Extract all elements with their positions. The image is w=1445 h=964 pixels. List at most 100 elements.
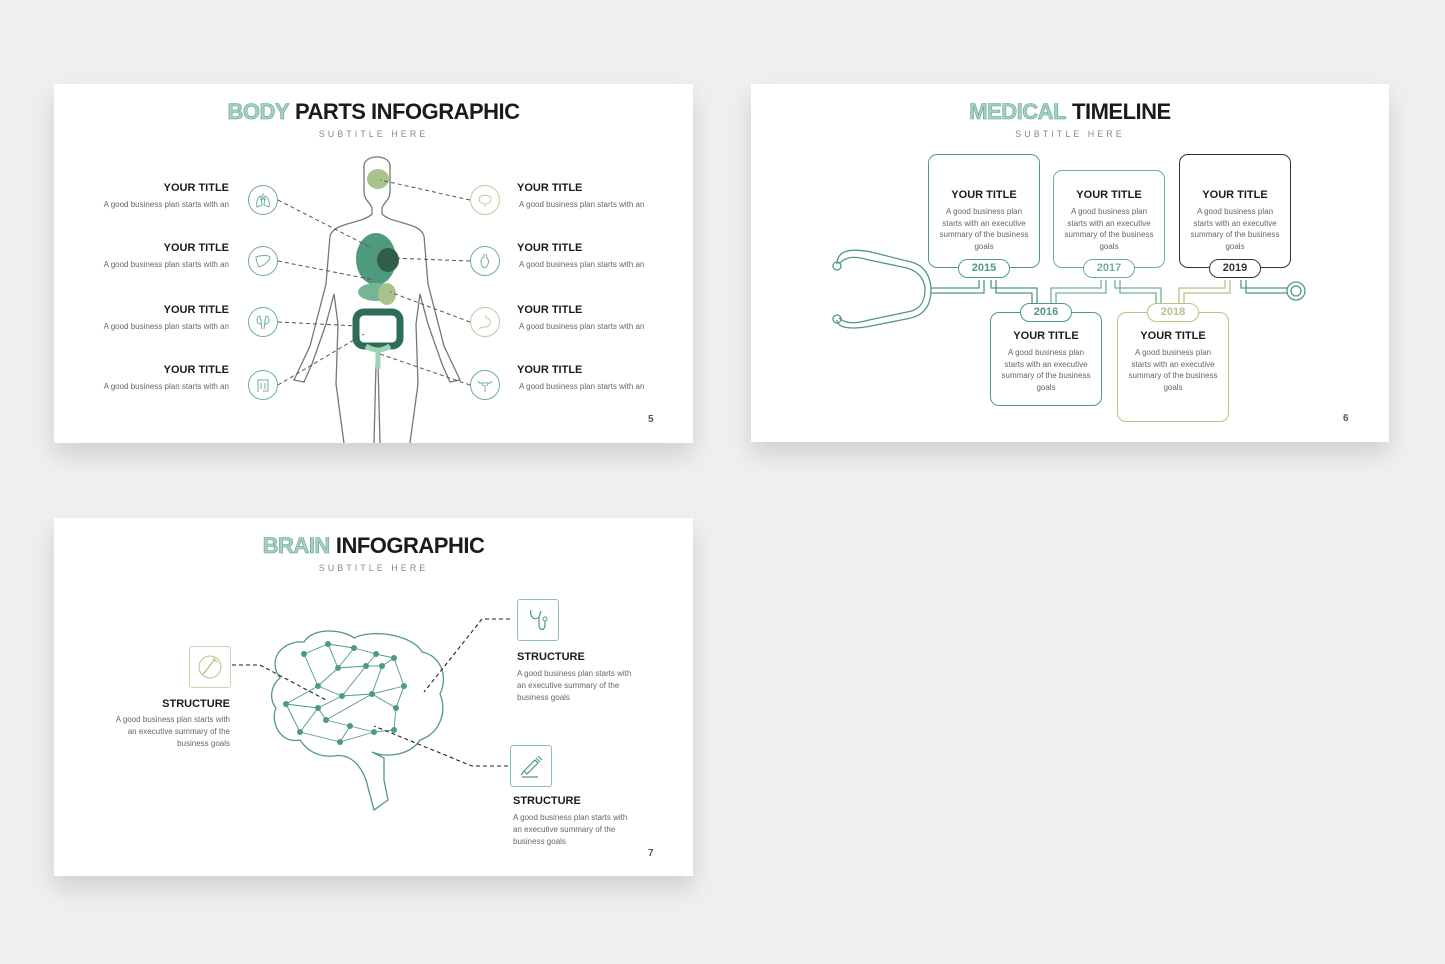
brain-mesh-edge — [327, 643, 339, 669]
left-item-desc: A good business plan starts with an — [103, 260, 229, 269]
card-desc: A good business plan starts with an exec… — [1064, 207, 1154, 251]
brain-mesh-edge — [317, 685, 343, 697]
brain-mesh-edge — [339, 725, 351, 743]
title-bold-words: INFOGRAPHIC — [335, 533, 485, 558]
brain-mesh-edge — [341, 665, 367, 697]
brain-mesh-edge — [285, 703, 319, 709]
page-number: 6 — [1343, 413, 1349, 424]
brain-mesh-node — [373, 651, 379, 657]
stethoscope-icon — [517, 599, 559, 641]
brain-mesh-edge — [299, 731, 341, 743]
brain-mesh-edge — [341, 693, 373, 697]
card-title: YOUR TITLE — [1076, 189, 1142, 201]
item-desc-line: an executive summary of the — [517, 681, 620, 690]
syringe-icon — [510, 745, 552, 787]
brain-mesh-node — [297, 729, 303, 735]
brain-connectors — [232, 618, 510, 767]
left-item-title: YOUR TITLE — [163, 242, 229, 254]
timeline-card-2015: YOUR TITLE A good business plan starts w… — [928, 154, 1040, 268]
brain-mesh-node — [337, 739, 343, 745]
brain-mesh-edge — [375, 653, 395, 659]
lungs-icon — [248, 185, 278, 215]
brain-mesh-node — [371, 729, 377, 735]
card-desc: A good business plan starts with an exec… — [1001, 348, 1091, 392]
brain-mesh-node — [325, 641, 331, 647]
brain-mesh-node — [379, 663, 385, 669]
item-desc-line: A good business plan starts with — [513, 813, 628, 822]
brain-mesh-edge — [371, 685, 405, 695]
page-number: 5 — [648, 414, 654, 425]
slide-subtitle: SUBTITLE HERE — [318, 563, 429, 573]
right-item-desc: A good business plan starts with an — [519, 200, 645, 209]
title-outline-word: BRAIN — [262, 533, 330, 559]
left-item-desc: A good business plan starts with an — [103, 200, 229, 209]
title-outline-word: BODY — [227, 99, 290, 125]
left-item-title: YOUR TITLE — [163, 364, 229, 376]
kidneys-icon — [248, 307, 278, 337]
title-bold-words: TIMELINE — [1072, 99, 1171, 124]
stomach-icon — [470, 307, 500, 337]
organ-uterus — [364, 343, 392, 369]
brain-mesh-node — [391, 727, 397, 733]
brain-mesh-edge — [353, 647, 377, 655]
brain-mesh-edge — [371, 693, 397, 709]
item-title: STRUCTURE — [162, 698, 230, 710]
card-title: YOUR TITLE — [951, 189, 1017, 201]
body-outline — [293, 156, 461, 443]
organ-heart — [377, 248, 399, 272]
brain-mesh-edge — [325, 719, 351, 727]
card-title: YOUR TITLE — [1202, 189, 1268, 201]
timeline-card-2018: YOUR TITLE A good business plan starts w… — [1117, 312, 1229, 422]
card-title: YOUR TITLE — [1140, 330, 1206, 342]
brain-mesh-node — [401, 683, 407, 689]
left-item-title: YOUR TITLE — [163, 304, 229, 316]
right-item-title: YOUR TITLE — [517, 242, 583, 254]
organ-lungs — [356, 233, 396, 285]
left-item-desc: A good business plan starts with an — [103, 322, 229, 331]
brain-mesh-node — [363, 663, 369, 669]
brain-mesh-node — [283, 701, 289, 707]
brain-mesh-edge — [317, 695, 343, 709]
timeline-card-2019: YOUR TITLE A good business plan starts w… — [1179, 154, 1291, 268]
brain-icon — [470, 185, 500, 215]
right-item-title: YOUR TITLE — [517, 182, 583, 194]
year-badge-2015: 2015 — [958, 259, 1010, 278]
right-item-desc: A good business plan starts with an — [519, 382, 645, 391]
right-item-desc: A good business plan starts with an — [519, 322, 645, 331]
brain-mesh-edge — [339, 731, 375, 743]
stethoscope-tube — [832, 249, 1306, 329]
brain-mesh-node — [301, 651, 307, 657]
brain-mesh-edge — [325, 693, 373, 721]
year-badge-2017: 2017 — [1083, 259, 1135, 278]
brain-mesh-edge — [299, 707, 319, 733]
year-badge-2016: 2016 — [1020, 303, 1072, 322]
timeline-card-2017: YOUR TITLE A good business plan starts w… — [1053, 170, 1165, 268]
item-desc-line: A good business plan starts with — [115, 715, 230, 724]
item-title: STRUCTURE — [513, 795, 581, 807]
slide-subtitle: SUBTITLE HERE — [318, 129, 429, 139]
brain-mesh-edge — [285, 685, 319, 705]
year-badge-2019: 2019 — [1209, 259, 1261, 278]
organ-stomach — [378, 283, 396, 305]
uterus-icon — [470, 370, 500, 400]
left-item-title: YOUR TITLE — [163, 182, 229, 194]
organ-brain — [367, 169, 389, 189]
brain-mesh-edge — [349, 725, 375, 733]
brain-mesh-edge — [395, 685, 405, 709]
item-desc-line: business goals — [517, 693, 570, 702]
item-desc-line: A good business plan starts with — [517, 669, 632, 678]
brain-mesh-node — [339, 693, 345, 699]
brain-mesh-node — [351, 645, 357, 651]
brain-mesh-edge — [373, 729, 395, 733]
body-figure — [277, 156, 471, 443]
brain-mesh-node — [369, 691, 375, 697]
brain-mesh-edge — [337, 647, 355, 669]
item-desc-line: an executive summary of the — [513, 825, 616, 834]
brain-outline — [270, 630, 445, 812]
liver-icon — [248, 246, 278, 276]
